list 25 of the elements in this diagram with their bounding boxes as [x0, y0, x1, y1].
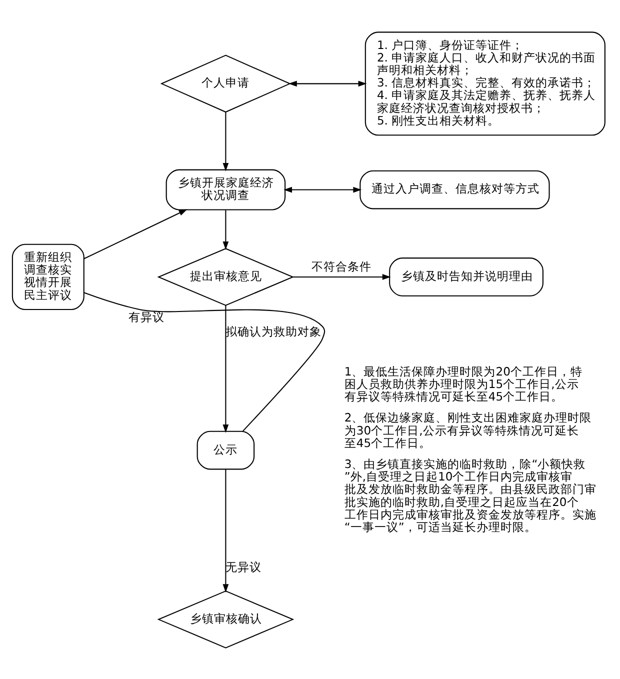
arrow	[222, 305, 229, 432]
node-diamond: 乡镇审核确认	[157, 590, 294, 648]
node-box: 重新组织调查核实视情开展民主评议	[12, 243, 84, 310]
label: 1、最低生活保障办理时限为20个工作日，特困人员救助供养办理时限为15个工作日,公示有异议等特殊情况可延长至45个工作日。	[344, 364, 582, 404]
edge-label: 无异议	[226, 559, 262, 574]
arrow	[222, 468, 229, 592]
label: 3、由乡镇直接实施的临时救助，除“小额快救”外,自受理之日起10个工作日内完成审核审批及发放临时救助金等程序。由县级民政部门审批实施的临时救助,自受理之日起应当在20个工作日内完成审核审批及资金发放等程序。实施“一事一议”，可适当延长办理时限。	[344, 456, 596, 534]
edge-label: 有异议	[128, 309, 164, 324]
arrow	[84, 208, 188, 259]
arrow	[284, 186, 362, 192]
edge-label: 拟确认为救助对象	[226, 324, 322, 338]
node-box: 乡镇开展家庭经济状况调查	[166, 168, 286, 210]
node-box: 1. 户口簿、身份证等证件； 2. 申请家庭人口、收入和财产状况的书面声明和相关材料； 3. 信息材料真实、完整、有效的承诺书； 4. 申请家庭及其法定赡养、抚养、抚养人家庭经济状况查询核对授权书； 5. 刚性支出相关材料。	[364, 31, 606, 136]
node-diamond: 提出审核意见	[157, 248, 294, 306]
arrow	[288, 80, 367, 86]
node-box: 通过入户调查、信息核对等方式	[360, 170, 550, 209]
connector	[84, 292, 325, 431]
arrow	[222, 210, 229, 250]
node-box: 公示	[196, 430, 255, 470]
node-box: 乡镇及时告知并说明理由	[389, 257, 544, 296]
node-diamond: 个人申请	[160, 54, 292, 112]
label: 2、低保边缘家庭、刚性支出困难家庭办理时限为30个工作日,公示有异议等特殊情况可延长至45个工作日。	[344, 410, 592, 450]
arrow	[293, 274, 391, 280]
arrow	[222, 112, 229, 171]
edge-label: 不符合条件	[311, 258, 372, 273]
